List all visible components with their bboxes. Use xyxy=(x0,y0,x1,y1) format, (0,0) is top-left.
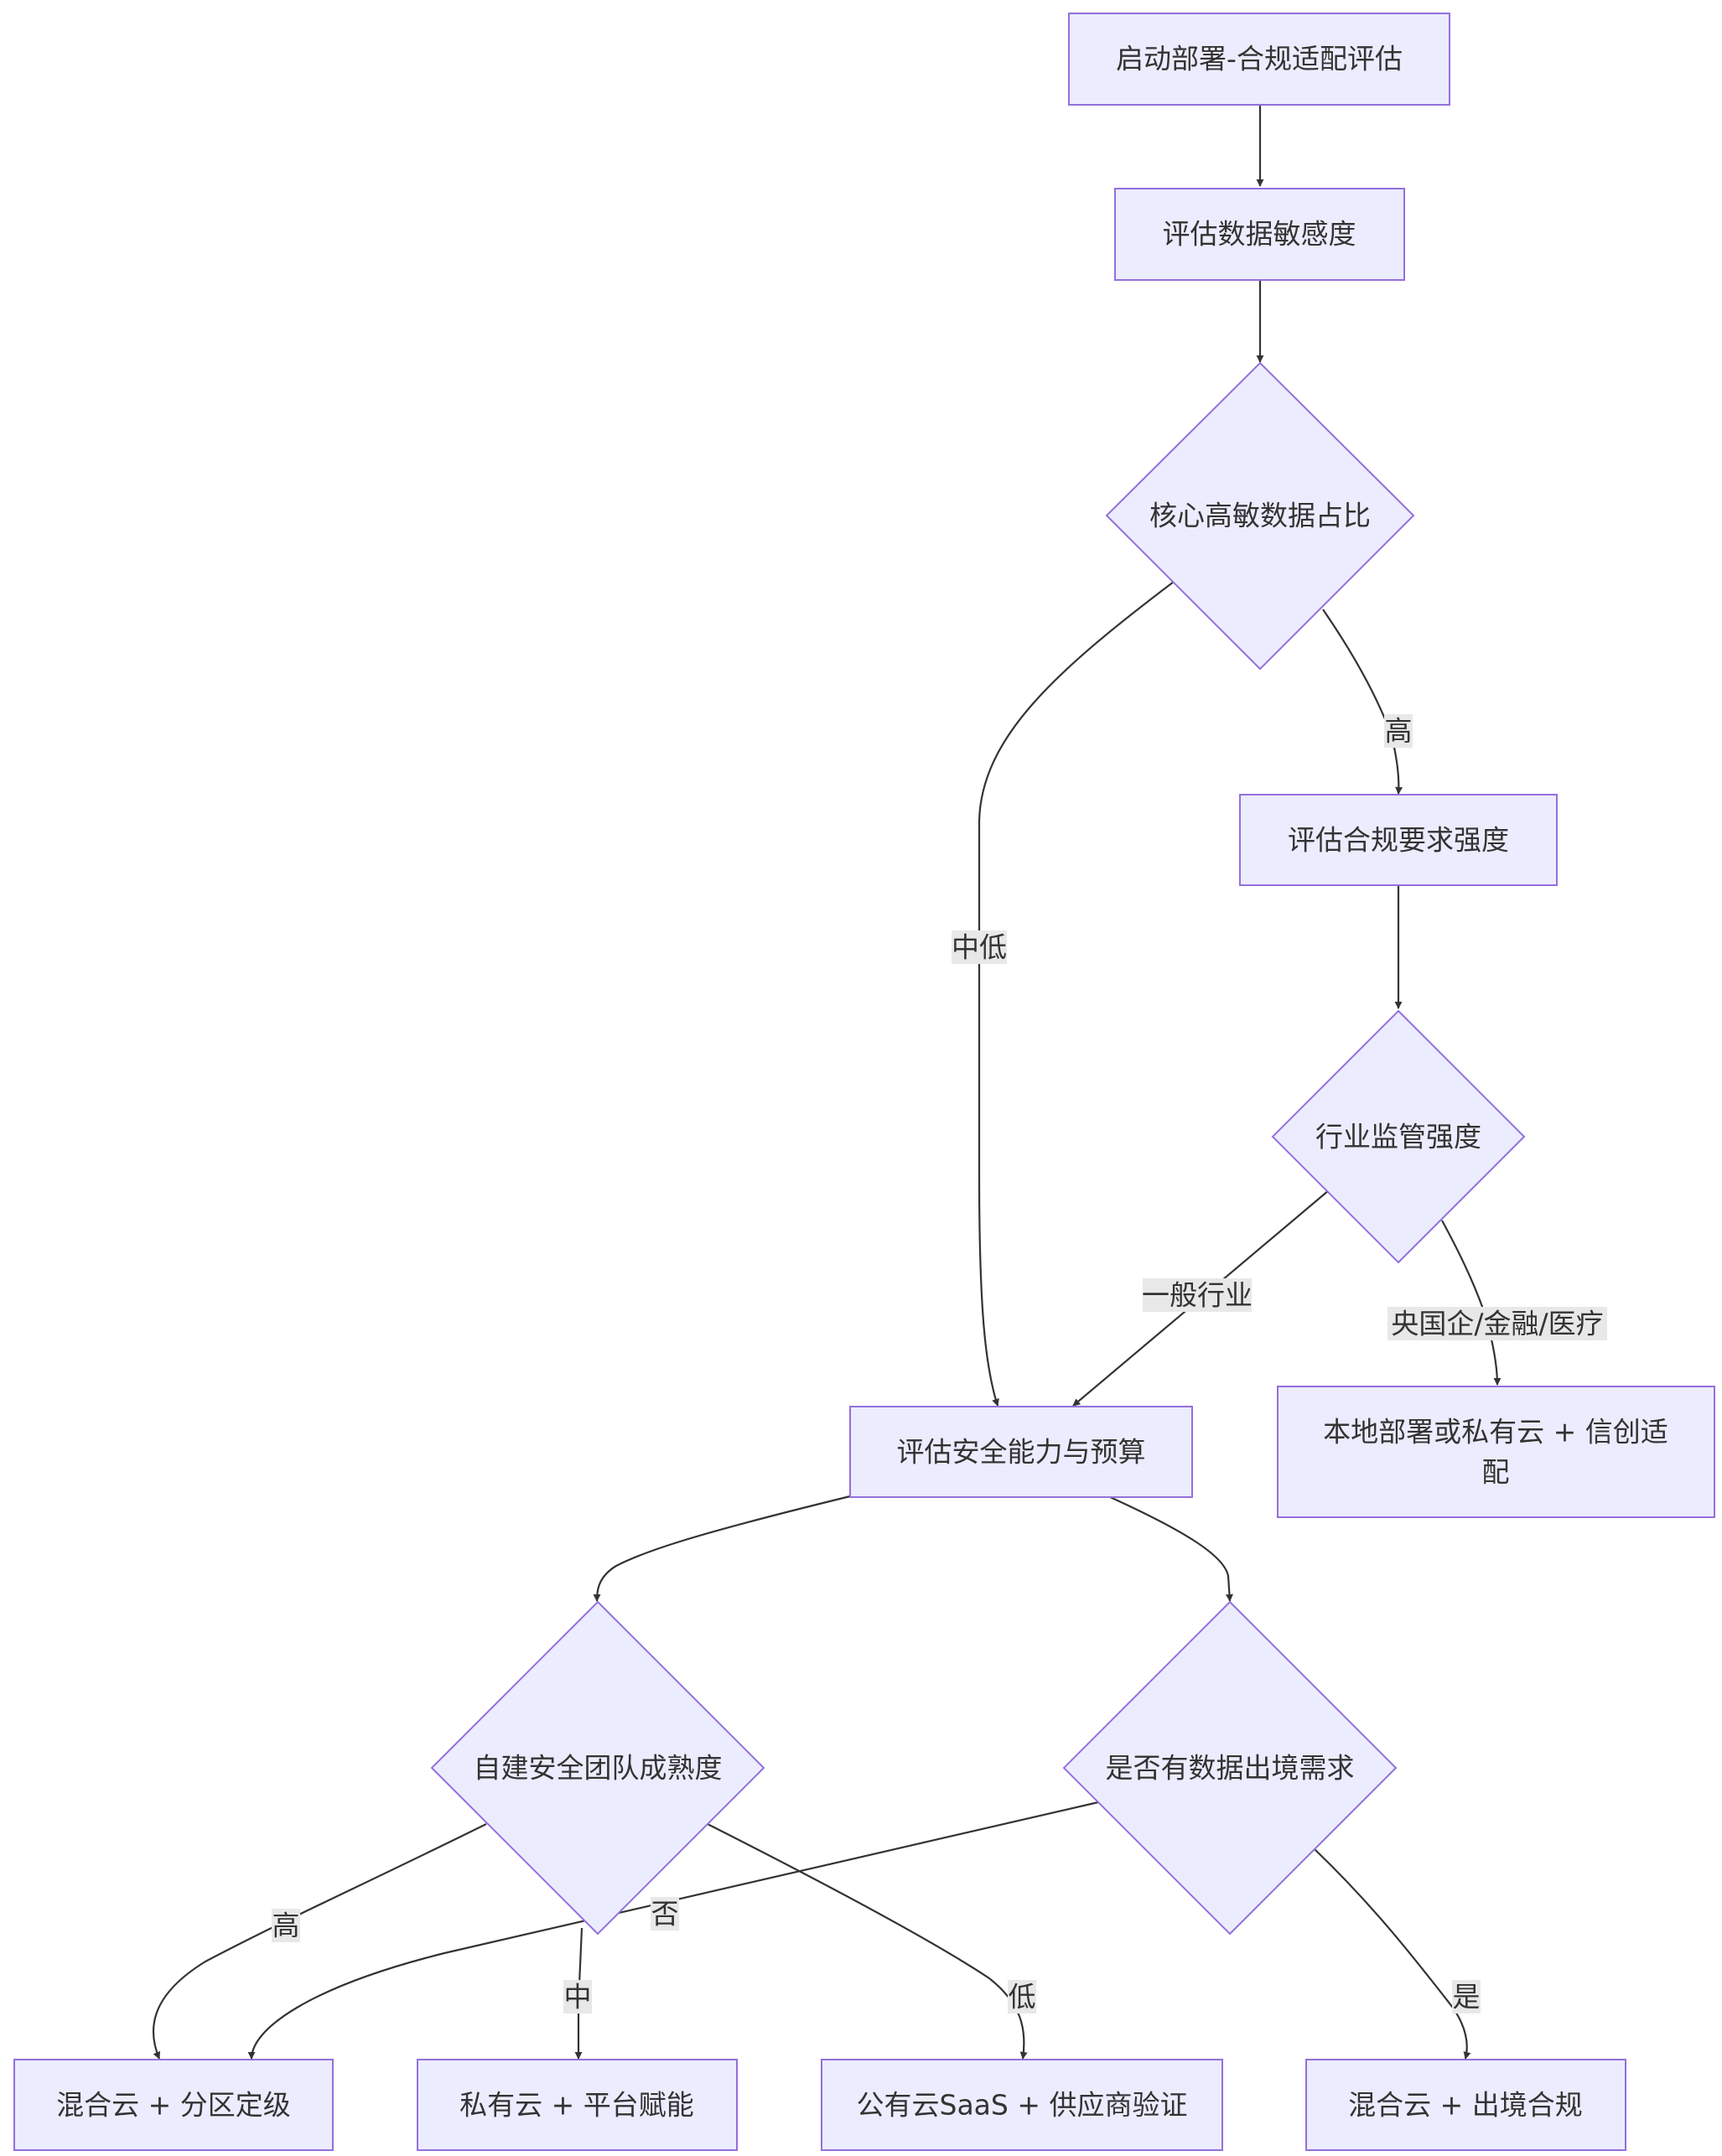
edge-core-ratio-to-assess-security xyxy=(978,581,1175,1407)
edge-label-no-cross-border: 否 xyxy=(651,1898,679,1931)
node-team-maturity-label: 自建安全团队成熟度 xyxy=(474,1752,723,1785)
node-start xyxy=(1068,13,1450,106)
node-assess-compliance-label: 评估合规要求强度 xyxy=(1288,824,1509,857)
node-start-label: 启动部署-合规适配评估 xyxy=(1116,43,1403,75)
edge-cross-border-yes-to-hybrid-crossborder xyxy=(1314,1848,1471,2060)
edge-team-to-hybrid-tiered xyxy=(152,1823,487,2060)
node-assess-security xyxy=(849,1406,1193,1498)
node-cross-border-decision xyxy=(1062,1600,1398,1936)
node-assess-compliance xyxy=(1239,794,1558,886)
edge-industry-to-local-private xyxy=(1441,1220,1502,1386)
node-local-private-label-line2: 配 xyxy=(1482,1456,1510,1489)
edge-core-ratio-to-assess-compliance xyxy=(1322,609,1403,795)
edge-labels: 高 中低 一般行业 央国企/金融/医疗 高 中 低 否 是 xyxy=(272,714,1607,2013)
edge-label-mid-low: 中低 xyxy=(952,931,1007,964)
node-core-ratio-decision xyxy=(1105,361,1415,671)
node-assess-sensitivity-label: 评估数据敏感度 xyxy=(1163,218,1356,251)
node-core-ratio-label: 核心高敏数据占比 xyxy=(1149,500,1371,532)
edge-label-high-sensitivity: 高 xyxy=(1385,715,1413,748)
edge-label-team-mid: 中 xyxy=(564,1981,592,2013)
edge-label-team-low: 低 xyxy=(1009,1981,1036,2013)
node-public-saas-label: 公有云SaaS + 供应商验证 xyxy=(857,2089,1188,2122)
edge-cross-border-no-to-hybrid-tiered xyxy=(247,1801,1099,2060)
node-private-platform-label: 私有云 + 平台赋能 xyxy=(459,2089,694,2122)
edge-assess-security-to-cross-border xyxy=(1107,1495,1233,1602)
edge-label-yes-cross-border: 是 xyxy=(1453,1981,1481,2013)
edge-assess-security-to-team-maturity xyxy=(593,1495,851,1602)
node-hybrid-crossborder-label: 混合云 + 出境合规 xyxy=(1348,2089,1583,2122)
edge-team-to-public-saas xyxy=(707,1823,1028,2060)
node-cross-border-label: 是否有数据出境需求 xyxy=(1106,1752,1355,1785)
node-local-private-label-line1: 本地部署或私有云 + 信创适 xyxy=(1323,1416,1668,1449)
node-assess-security-label: 评估安全能力与预算 xyxy=(897,1436,1146,1469)
edge-label-soe-finance-medical: 央国企/金融/医疗 xyxy=(1391,1308,1603,1340)
node-hybrid-crossborder xyxy=(1305,2059,1626,2151)
nodes: 启动部署-合规适配评估 评估数据敏感度 核心高敏数据占比 评估合规要求强度 行业… xyxy=(13,13,1715,2151)
edge-label-general-industry: 一般行业 xyxy=(1142,1279,1253,1312)
node-public-saas xyxy=(821,2059,1223,2151)
node-private-platform xyxy=(417,2059,738,2151)
node-assess-sensitivity xyxy=(1114,188,1405,281)
node-hybrid-tiered xyxy=(13,2059,334,2151)
node-industry-regulation-decision xyxy=(1271,1009,1526,1264)
node-hybrid-tiered-label: 混合云 + 分区定级 xyxy=(56,2089,291,2122)
node-team-maturity-decision xyxy=(430,1600,765,1936)
node-industry-regulation-label: 行业监管强度 xyxy=(1315,1121,1481,1153)
node-local-private xyxy=(1277,1386,1715,1518)
edge-label-team-high: 高 xyxy=(272,1910,300,1942)
